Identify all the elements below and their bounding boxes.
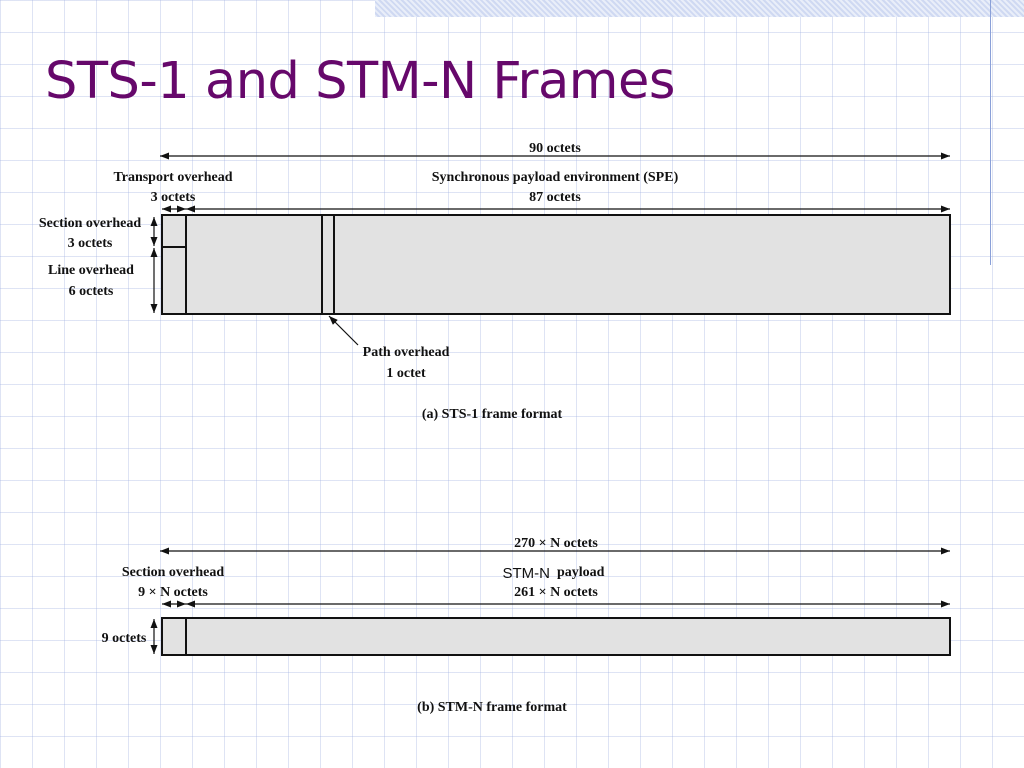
sts1-caption: (a) STS-1 frame format (422, 407, 563, 422)
sts1-transport-octets-label: 3 octets (151, 190, 196, 205)
sts1-total-width-label: 90 octets (529, 141, 581, 156)
sts1-section-octets-label: 3 octets (68, 236, 113, 251)
decorative-band (375, 0, 1024, 17)
sts1-path-overhead-label: Path overhead (363, 345, 450, 360)
sts1-path-overhead-pointer (328, 315, 359, 346)
sts1-section-overhead-label: Section overhead (39, 216, 141, 231)
sts1-spe-octets-label: 87 octets (529, 190, 581, 205)
sts1-line-octets-label: 6 octets (69, 284, 114, 299)
stmn-rows-label: 9 octets (102, 631, 147, 646)
sts1-line-overhead-label: Line overhead (48, 263, 134, 278)
stmn-section-overhead-label: Section overhead (122, 565, 224, 580)
slide-title: STS-1 and STM-N Frames (45, 52, 675, 111)
sts1-transport-overhead-label: Transport overhead (113, 170, 232, 185)
decorative-rule (990, 0, 991, 265)
stmn-section-octets-label: 9 × N octets (138, 585, 208, 600)
stmn-payload-suffix-label: payload (557, 565, 605, 580)
sts1-path-octets-label: 1 octet (386, 366, 426, 381)
stmn-frame (161, 617, 951, 656)
stmn-total-width-label: 270 × N octets (514, 536, 598, 551)
sts1-frame (161, 214, 951, 315)
stmn-caption: (b) STM-N frame format (417, 700, 567, 715)
stmn-payload-octets-label: 261 × N octets (514, 585, 598, 600)
sts1-spe-label: Synchronous payload environment (SPE) (432, 170, 679, 185)
stmn-payload-prefix-label: STM-N (503, 565, 551, 582)
